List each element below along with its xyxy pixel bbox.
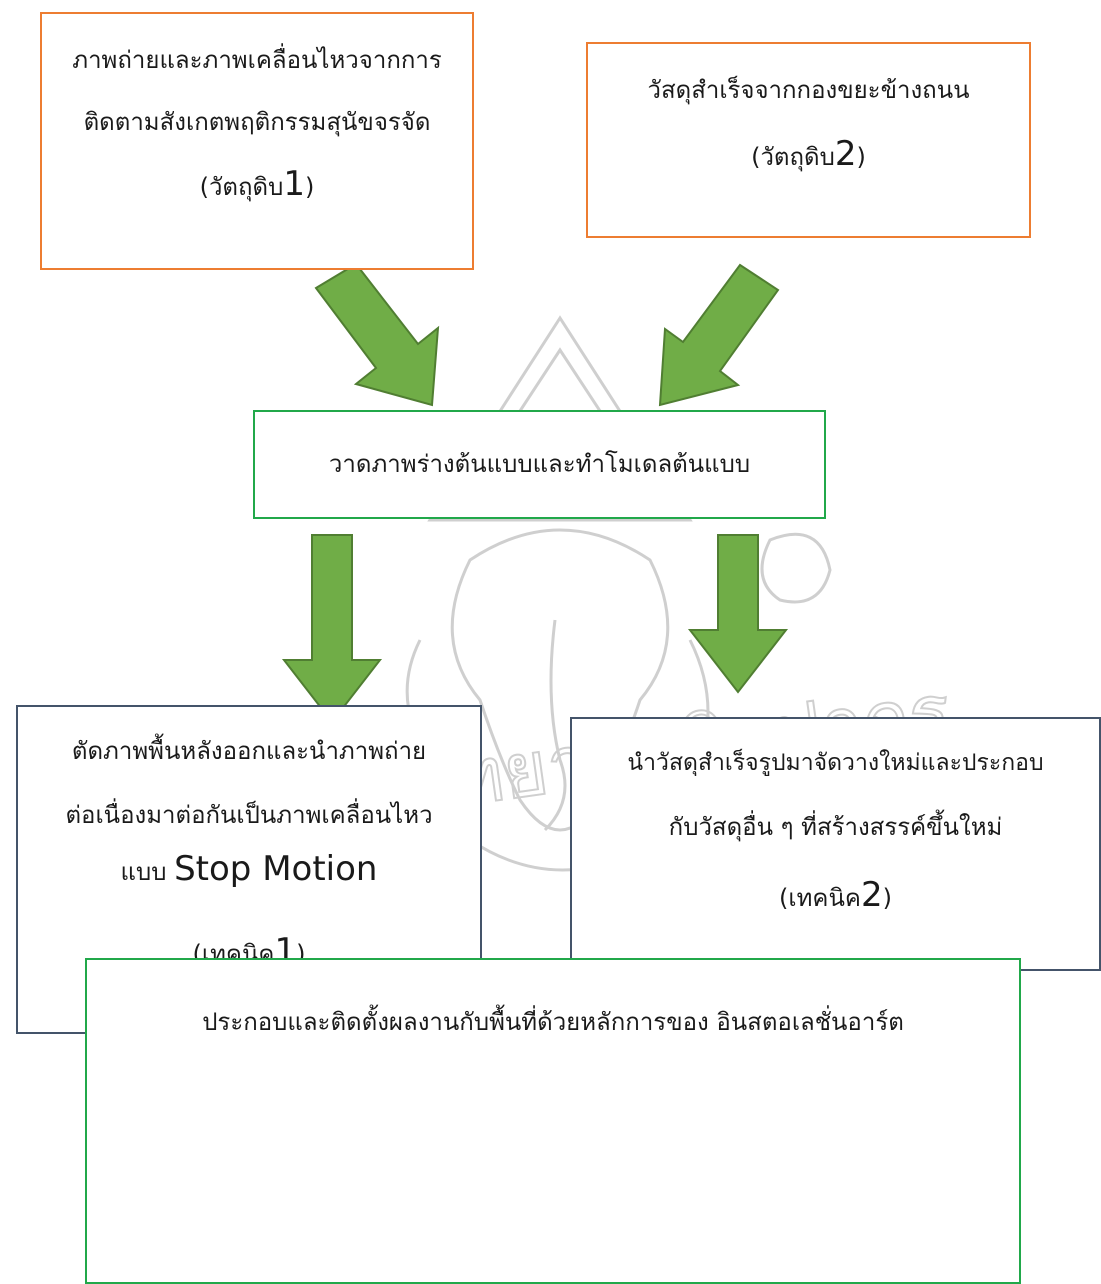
raw-material-1-line2: ติดตามสังเกตพฤติกรรมสุนัขจรจัด bbox=[83, 108, 431, 136]
raw-material-2-box: วัสดุสำเร็จจากกองขยะข้างถนน (วัตถุดิบ2) bbox=[586, 42, 1031, 238]
raw-material-2-line1: วัสดุสำเร็จจากกองขยะข้างถนน bbox=[647, 76, 970, 104]
arrow-sketch-to-tech1 bbox=[281, 534, 383, 724]
arrow-raw1-to-sketch bbox=[314, 262, 440, 407]
installation-label: ประกอบและติดตั้งผลงานกับพื้นที่ด้วยหลักก… bbox=[202, 1008, 904, 1036]
raw-material-1-tag-suffix: ) bbox=[305, 173, 315, 201]
raw-material-1-box: ภาพถ่ายและภาพเคลื่อนไหวจากการ ติดตามสังเ… bbox=[40, 12, 474, 270]
technique-2-line1: นำวัสดุสำเร็จรูปมาจัดวางใหม่และประกอบ bbox=[627, 750, 1044, 776]
technique-1-line3-prefix: แบบ bbox=[120, 858, 167, 886]
technique-2-box: นำวัสดุสำเร็จรูปมาจัดวางใหม่และประกอบ กั… bbox=[570, 717, 1101, 971]
sketch-prototype-label: วาดภาพร่างต้นแบบและทำโมเดลต้นแบบ bbox=[328, 450, 751, 478]
technique-1-line3: แบบ Stop Motion bbox=[18, 849, 480, 891]
raw-material-1-tag: (วัตถุดิบ1) bbox=[42, 164, 472, 206]
arrow-raw2-to-sketch bbox=[658, 263, 780, 407]
stop-motion-label: Stop Motion bbox=[174, 849, 378, 889]
raw-material-1-line1: ภาพถ่ายและภาพเคลื่อนไหวจากการ bbox=[72, 46, 442, 74]
technique-2-line2: กับวัสดุอื่น ๆ ที่สร้างสรรค์ขึ้นใหม่ bbox=[668, 813, 1003, 841]
elephant-trunk bbox=[543, 619, 567, 832]
raw-material-2-tag: (วัตถุดิบ2) bbox=[588, 134, 1029, 176]
sketch-prototype-box: วาดภาพร่างต้นแบบและทำโมเดลต้นแบบ bbox=[253, 410, 826, 519]
seal-conch bbox=[760, 532, 832, 604]
raw-material-2-tag-prefix: (วัตถุดิบ bbox=[751, 143, 835, 171]
technique-2-tag-number: 2 bbox=[860, 875, 883, 915]
raw-material-1-tag-number: 1 bbox=[283, 164, 306, 204]
technique-1-tag-suffix: ) bbox=[296, 940, 306, 968]
raw-material-2-tag-suffix: ) bbox=[856, 143, 866, 171]
installation-box: ประกอบและติดตั้งผลงานกับพื้นที่ด้วยหลักก… bbox=[85, 958, 1021, 1284]
raw-material-1-tag-prefix: (วัตถุดิบ bbox=[199, 173, 284, 201]
technique-2-tag-prefix: (เทคนิค bbox=[779, 884, 861, 912]
technique-1-line1: ตัดภาพพื้นหลังออกและนำภาพถ่าย bbox=[71, 737, 427, 765]
technique-1-line2: ต่อเนื่องมาต่อกันเป็นภาพเคลื่อนไหว bbox=[65, 801, 433, 829]
arrow-sketch-to-tech2 bbox=[687, 534, 789, 694]
technique-2-tag-suffix: ) bbox=[882, 884, 892, 912]
raw-material-2-tag-number: 2 bbox=[834, 134, 857, 174]
technique-2-tag: (เทคนิค2) bbox=[572, 875, 1099, 917]
